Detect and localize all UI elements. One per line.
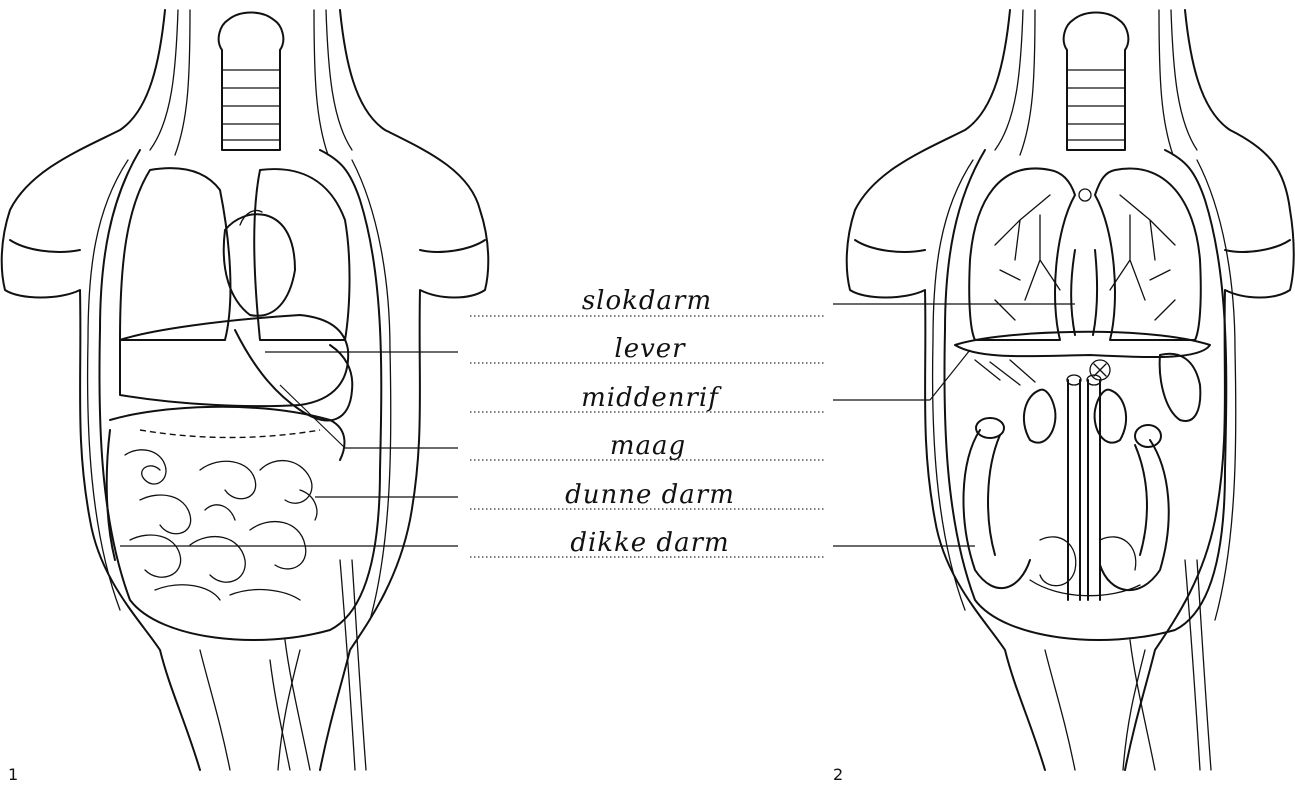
leaders-figure-1 <box>120 352 458 546</box>
label-dunne-darm: dunne darm <box>565 480 735 510</box>
torso-figure-2 <box>847 10 1294 770</box>
figure-number-2: 2 <box>833 765 843 784</box>
label-slokdarm: slokdarm <box>582 286 712 316</box>
label-dikke-darm: dikke darm <box>570 528 729 558</box>
label-middenrif: middenrif <box>581 383 722 413</box>
leader-maag <box>280 385 345 448</box>
label-lever: lever <box>614 334 686 364</box>
figure-number-1: 1 <box>8 765 18 784</box>
label-maag: maag <box>610 431 686 461</box>
leader-middenrif <box>930 350 970 400</box>
torso-figure-1 <box>2 10 489 770</box>
label-column: slokdarm lever middenrif maag dunne darm… <box>470 286 825 558</box>
